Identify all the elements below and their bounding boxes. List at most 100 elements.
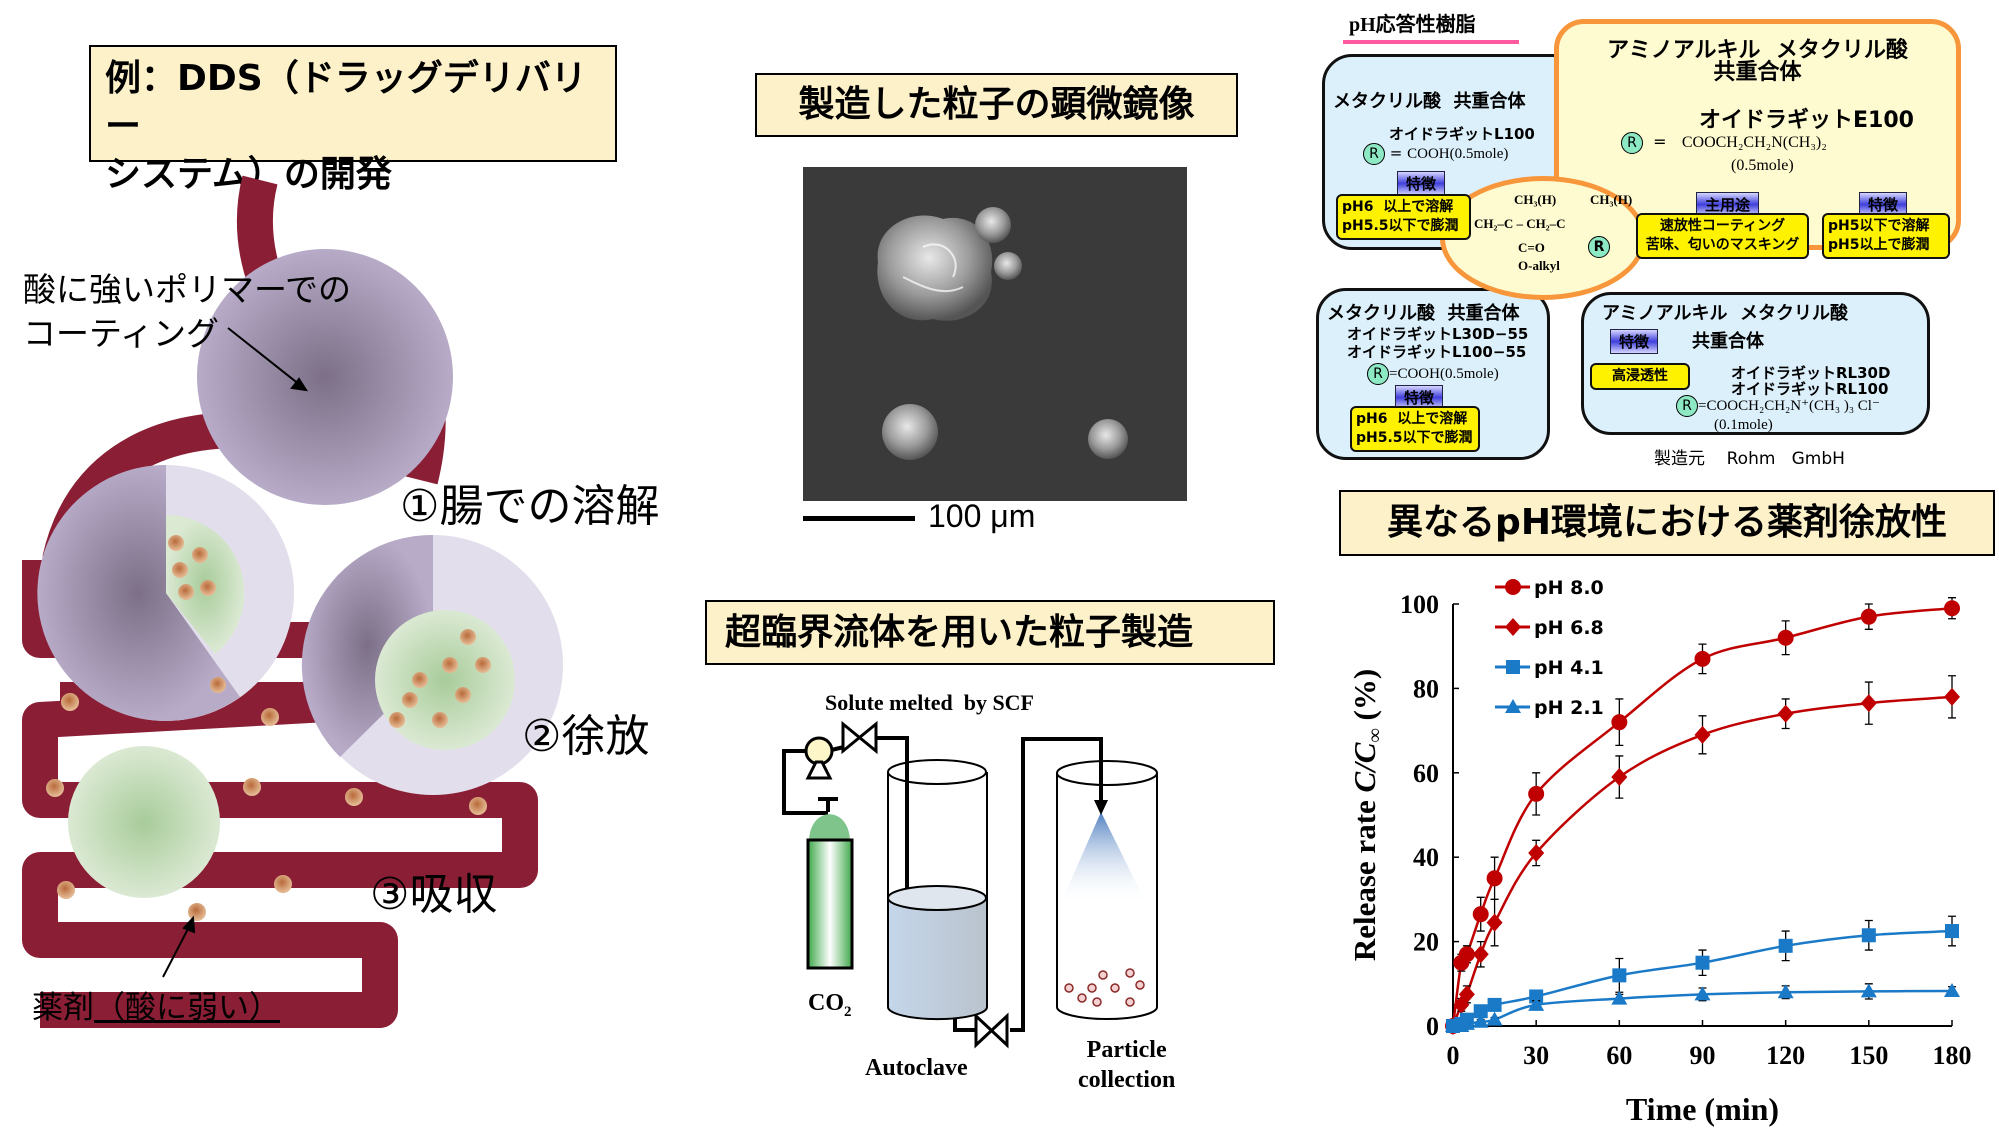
x-tick-label: 60 [1606, 1041, 1632, 1070]
box2-title: アミノアルキル メタクリル酸 共重合体 [1559, 40, 1956, 84]
box2-use-tag: 主用途 [1696, 192, 1760, 217]
data-point [1472, 906, 1489, 923]
box1-r-value: COOH(0.5mole) [1407, 146, 1509, 162]
data-point [1694, 725, 1711, 744]
autoclave-label: Autoclave [865, 1055, 968, 1081]
box3-title: メタクリル酸 共重合体 [1327, 303, 1520, 324]
legend-marker [1505, 699, 1521, 713]
releasing-capsule [301, 534, 563, 795]
box4-title1: アミノアルキル メタクリル酸 [1602, 303, 1848, 324]
data-point [1458, 1015, 1475, 1030]
x-tick-label: 90 [1690, 1041, 1716, 1070]
step3-label: ③吸収 [370, 869, 498, 920]
dds-title-box: 例：DDS（ドラッグデリバリー システム）の開発 [89, 45, 617, 195]
x-tick-label: 0 [1447, 1041, 1460, 1070]
data-point [1528, 843, 1545, 862]
structure-chain: CH₂–C – CH₂–C [1474, 216, 1566, 231]
data-point [1472, 945, 1489, 964]
r-group-icon: R [1367, 363, 1389, 385]
r-group-icon: R [1363, 143, 1385, 165]
y-tick-label: 80 [1413, 674, 1439, 703]
scf-title-box: 超臨界流体を用いた粒子製造 [705, 600, 1275, 665]
legend-item: pH 8.0 [1495, 577, 1604, 599]
series-pH-8-0 [1445, 597, 1960, 1034]
y-tick-label: 0 [1426, 1012, 1439, 1041]
box2-features: pH5以下で溶解 pH5以上で膨潤 [1822, 213, 1950, 259]
structure-carbonyl: C=O [1518, 240, 1545, 255]
data-point [1777, 704, 1794, 723]
box4-r-value: =COOCH₂CH₂N⁺(CH₃ )₃ Cl⁻ [1698, 398, 1880, 414]
legend-marker [1505, 618, 1521, 636]
particle-collector [1056, 760, 1158, 1020]
data-point [1695, 955, 1710, 970]
x-tick-label: 180 [1933, 1041, 1972, 1070]
co2-label: CO2 [808, 990, 852, 1021]
data-point [1486, 1011, 1503, 1026]
data-point [1611, 768, 1628, 787]
box4-product1: オイドラギットRL30D [1731, 364, 1891, 382]
y-tick-label: 60 [1413, 759, 1439, 788]
data-point [1611, 990, 1628, 1005]
data-point [1528, 785, 1545, 802]
particle-label-line1: Particle [1086, 1037, 1167, 1063]
resin-heading: pH応答性樹脂 [1349, 14, 1476, 36]
series-pH-6-8 [1445, 675, 1960, 1035]
box3-features: pH6 以上で溶解 pH5.5以下で膨潤 [1350, 406, 1480, 452]
series-pH-2-1 [1445, 982, 1960, 1032]
micro-title-box: 製造した粒子の顕微鏡像 [755, 73, 1238, 137]
resin-heading-underline [1343, 40, 1519, 44]
data-point [1694, 650, 1711, 667]
intestine-illustration [22, 175, 563, 1028]
data-point [1528, 996, 1545, 1011]
legend-marker [1506, 660, 1520, 674]
data-point [1611, 714, 1628, 731]
valve-top [841, 720, 878, 755]
particle-collection-label: Particle collection [1078, 1035, 1175, 1095]
data-point [1944, 600, 1960, 617]
data-point [1777, 629, 1794, 646]
scale-label: 100 μm [928, 498, 1036, 534]
box2-title1: アミノアルキル メタクリル酸 [1607, 38, 1908, 63]
drug-arrow [162, 915, 196, 978]
box1-features: pH6 以上で溶解 pH5.5以下で膨潤 [1336, 194, 1471, 240]
box2-uses: 速放性コーティング 苦味、匂いのマスキング [1636, 213, 1809, 259]
coating-label-line2: コーティング [23, 314, 220, 353]
box3-product1: オイドラギットL30D−55 [1347, 325, 1529, 343]
eq-sign: = [1389, 144, 1403, 162]
y-tick-label: 100 [1400, 590, 1439, 619]
series-line [1452, 929, 1953, 1028]
y-tick-label: 20 [1413, 928, 1439, 957]
structure-top-left: CH₃(H) [1514, 192, 1557, 207]
solute-label: Solute melted by SCF [825, 690, 1034, 715]
box1-feature1: pH6 以上で溶解 [1342, 199, 1454, 215]
scf-apparatus [782, 720, 1158, 1049]
structure-ellipse [1440, 176, 1646, 300]
data-point [1861, 928, 1876, 943]
box4-feature-tag: 特徴 [1610, 329, 1659, 354]
legend-label: pH 2.1 [1534, 697, 1604, 719]
dissolving-capsule [37, 464, 294, 721]
legend-item: pH 2.1 [1495, 697, 1604, 719]
box4-r-mole: (0.1mole) [1714, 417, 1773, 433]
x-tick-label: 120 [1766, 1041, 1805, 1070]
box3-products: オイドラギットL30D−55 オイドラギットL100−55 [1347, 325, 1528, 361]
chart-title-box: 異なるpH環境における薬剤徐放性 [1339, 490, 1995, 556]
data-point [1612, 968, 1627, 983]
data-point [1473, 1004, 1488, 1019]
co2-tank [806, 797, 854, 970]
box1-feature2: pH5.5以下で膨潤 [1342, 218, 1459, 234]
manufacturer-label: 製造元 Rohm GmbH [1654, 449, 1845, 469]
particle-label-line2: collection [1078, 1067, 1176, 1093]
box1-product: オイドラギットL100 [1389, 125, 1535, 143]
absorbed-core [68, 746, 220, 898]
series-pH-4-1 [1446, 915, 1959, 1033]
box3-feature2: pH5.5以下で膨潤 [1356, 430, 1473, 446]
box1-r-formula: R = COOH(0.5mole) [1363, 143, 1508, 165]
scale-bar [803, 516, 915, 521]
box2-r-mole: (0.5mole) [1731, 157, 1794, 174]
sem-image [803, 167, 1187, 501]
y-tick-label: 40 [1413, 843, 1439, 872]
box2-r-value: COOCH₂CH₂N(CH₃)₂ [1681, 134, 1827, 151]
drug-label-note: （酸に弱い） [94, 990, 280, 1026]
